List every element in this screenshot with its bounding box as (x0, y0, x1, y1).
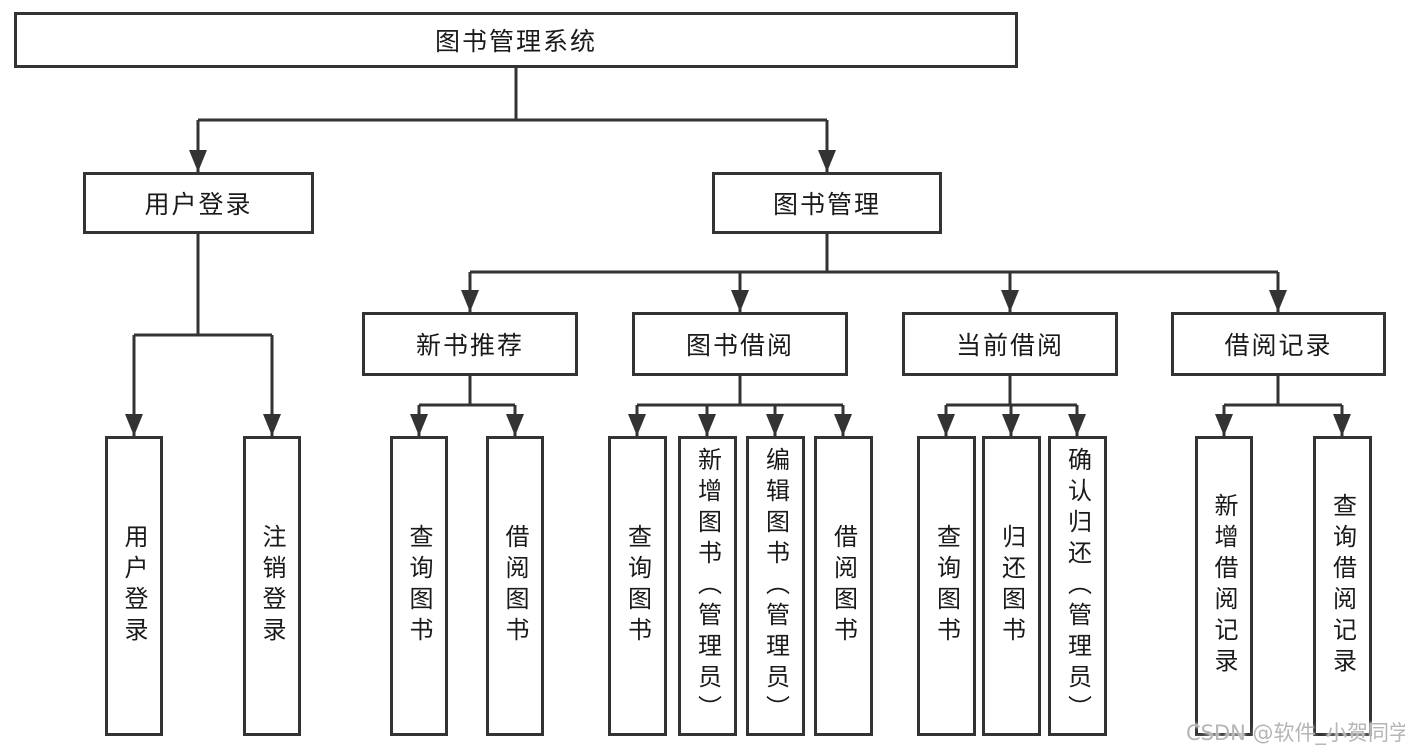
node-borrowing-records: 借阅记录 (1171, 312, 1386, 376)
node-edit-book-admin: 编辑图书（管理员） (746, 436, 805, 736)
node-new-book-recommendation: 新书推荐 (362, 312, 578, 376)
node-query-books-recommend-label: 查询图书 (405, 524, 433, 648)
node-book-borrowing: 图书借阅 (632, 312, 848, 376)
node-library-management-system: 图书管理系统 (14, 12, 1018, 68)
node-borrow-books-recommend-label: 借阅图书 (501, 524, 529, 648)
node-query-books-current: 查询图书 (917, 436, 976, 736)
node-user-login-branch: 用户登录 (83, 172, 314, 234)
node-logout: 注销登录 (243, 436, 301, 736)
node-query-borrow-record-label: 查询借阅记录 (1328, 493, 1357, 679)
node-add-book-admin: 新增图书（管理员） (678, 436, 737, 736)
node-add-book-admin-label: 新增图书（管理员） (693, 446, 722, 726)
node-edit-book-admin-label: 编辑图书（管理员） (761, 446, 790, 726)
node-logout-label: 注销登录 (258, 524, 286, 648)
node-user-login-label: 用户登录 (120, 524, 148, 648)
node-book-management: 图书管理 (712, 172, 942, 234)
node-return-book-label: 归还图书 (997, 524, 1026, 648)
node-query-books-borrow: 查询图书 (608, 436, 667, 736)
node-current-borrowing: 当前借阅 (902, 312, 1118, 376)
node-borrow-books-recommend: 借阅图书 (486, 436, 544, 736)
connector-rails (134, 68, 1342, 407)
node-add-borrow-record: 新增借阅记录 (1195, 436, 1253, 736)
node-query-books-recommend: 查询图书 (390, 436, 448, 736)
node-return-book: 归还图书 (982, 436, 1041, 736)
node-user-login: 用户登录 (105, 436, 163, 736)
node-query-books-current-label: 查询图书 (932, 524, 961, 648)
node-borrow-books: 借阅图书 (814, 436, 873, 736)
connector-arrows (125, 120, 1351, 436)
node-add-borrow-record-label: 新增借阅记录 (1210, 493, 1238, 679)
node-borrow-books-label: 借阅图书 (829, 524, 858, 648)
node-confirm-return-admin: 确认归还（管理员） (1048, 436, 1107, 736)
node-confirm-return-admin-label: 确认归还（管理员） (1063, 446, 1092, 726)
node-query-borrow-record: 查询借阅记录 (1313, 436, 1372, 736)
node-query-books-borrow-label: 查询图书 (623, 524, 652, 648)
csdn-watermark: CSDN @软件_小贺同学 (1186, 721, 1405, 745)
